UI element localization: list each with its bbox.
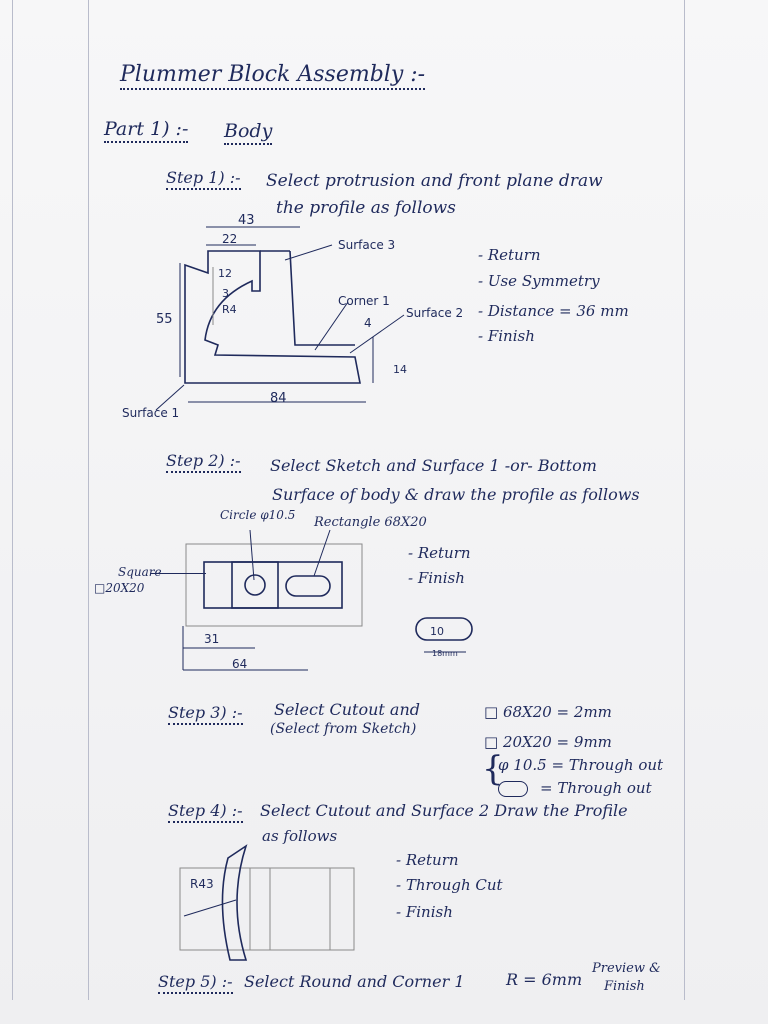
rectangle-68x20: [203, 561, 343, 609]
page-margin-line-right: [684, 0, 685, 1000]
step2-square-label: Square: [118, 565, 162, 579]
dim-12: 12: [218, 267, 232, 280]
step4-profile-figure: R43: [179, 844, 355, 961]
step3-item-circle: φ 10.5 = Through out: [498, 756, 664, 774]
label-surface1: Surface 1: [122, 406, 179, 420]
step1-profile-figure: 43 22 12 3 R4 55 4 14 84 Surface 3 Corne…: [122, 213, 463, 420]
dim-4: 4: [364, 316, 372, 330]
label-surface3: Surface 3: [338, 238, 395, 252]
step1-note-finish: - Finish: [478, 327, 535, 345]
body-profile: [184, 250, 361, 384]
dim-22: 22: [222, 232, 237, 246]
slot-detail-figure: 10 18mm: [415, 617, 473, 658]
square-20x20: [231, 561, 279, 609]
dim-r43: R43: [190, 877, 214, 891]
step1-text-line1: Select protrusion and front plane draw: [266, 171, 603, 191]
step3-item-20x20: □ 20X20 = 9mm: [484, 733, 612, 751]
page-margin-left: [12, 0, 13, 1000]
step4-note-return: - Return: [396, 851, 459, 869]
page-title: Plummer Block Assembly :-: [120, 64, 426, 90]
step4-text-line1: Select Cutout and Surface 2 Draw the Pro…: [260, 801, 628, 820]
step4-note-through-cut: - Through Cut: [396, 876, 503, 894]
page-margin-line-left: [88, 0, 89, 1000]
dim-55: 55: [156, 312, 173, 327]
step2-text-line1: Select Sketch and Surface 1 -or- Bottom: [270, 456, 597, 475]
step5-value: R = 6mm: [506, 970, 583, 989]
square-leader-line: [150, 573, 206, 574]
step2-note-finish: - Finish: [408, 569, 465, 587]
dim-31: 31: [204, 632, 219, 646]
dim-r4: R4: [222, 303, 237, 316]
step1-note-distance: - Distance = 36 mm: [478, 302, 629, 320]
step1-note-symmetry: - Use Symmetry: [478, 272, 600, 290]
step5-action-preview: Preview &: [592, 961, 661, 976]
step2-rect-label: Rectangle 68X20: [314, 515, 427, 530]
circle-10-5: [244, 574, 266, 596]
dim-10: 10: [430, 625, 444, 638]
body-profile-upper: [289, 250, 355, 346]
brace-glyph: {: [482, 749, 504, 789]
dim-84: 84: [270, 391, 287, 406]
cutout-arc-profile: [221, 844, 248, 961]
step5-text: Select Round and Corner 1: [244, 972, 465, 991]
body-outline-top-view: [185, 543, 363, 627]
slot-10x18: [285, 575, 331, 597]
part-name: Body: [224, 122, 273, 145]
slot-icon: [498, 781, 528, 797]
step3-text-line1: Select Cutout and: [274, 700, 421, 719]
step3-item-68x20: □ 68X20 = 2mm: [484, 703, 612, 721]
body-side-outline: [179, 867, 355, 951]
step3-label: Step 3) :-: [168, 705, 243, 725]
part-label: Part 1) :-: [104, 120, 189, 143]
step2-square-dim: □20X20: [94, 581, 145, 595]
dim-43: 43: [238, 213, 255, 228]
dim-3: 3: [222, 287, 229, 300]
step5-action-finish: Finish: [604, 979, 645, 994]
step3-text-line2: (Select from Sketch): [270, 721, 417, 737]
dim-14: 14: [393, 363, 407, 376]
step4-note-finish: - Finish: [396, 903, 453, 921]
dim-64: 64: [232, 657, 247, 671]
step5-label: Step 5) :-: [158, 974, 233, 994]
step1-text-line2: the profile as follows: [276, 198, 456, 218]
label-corner1: Corner 1: [338, 294, 390, 308]
step2-label: Step 2) :-: [166, 453, 241, 473]
step2-sketch-figure: 31 64: [182, 529, 363, 671]
label-surface2: Surface 2: [406, 306, 463, 320]
step4-label: Step 4) :-: [168, 803, 243, 823]
step1-label: Step 1) :-: [166, 170, 241, 190]
step2-text-line2: Surface of body & draw the profile as fo…: [272, 485, 640, 504]
step3-item-slot: = Through out: [540, 779, 652, 797]
step2-circle-label: Circle φ10.5: [220, 508, 296, 522]
step4-text-line2: as follows: [262, 827, 338, 845]
dim-18mm: 18mm: [432, 649, 458, 658]
step1-note-return: - Return: [478, 246, 541, 264]
step2-note-return: - Return: [408, 544, 471, 562]
